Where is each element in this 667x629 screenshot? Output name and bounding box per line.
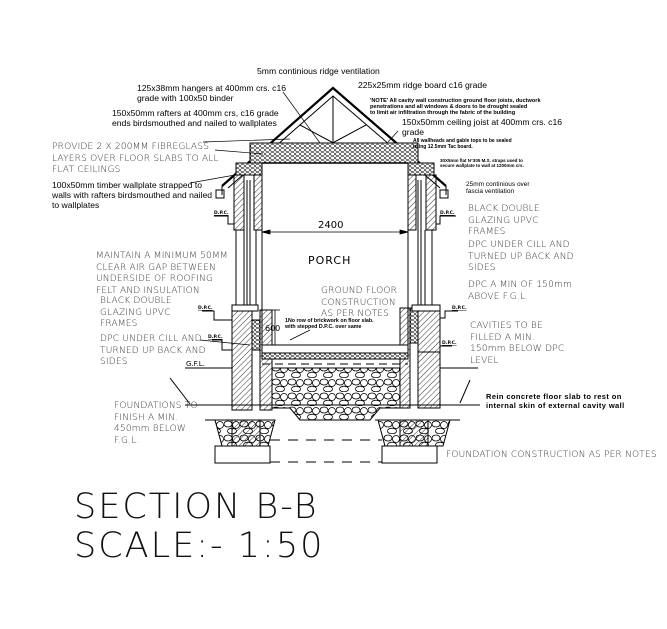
dpc-label: D.P.C. bbox=[208, 334, 223, 340]
dpc-label: D.P.C. bbox=[214, 210, 229, 216]
note-rafters: 150x50mm rafters at 400mm crs, c16 grade… bbox=[112, 108, 279, 128]
dimension-width: 2400 bbox=[318, 220, 343, 231]
note-dpc-min: DPC A MIN OF 150mm ABOVE F.G.L. bbox=[468, 280, 572, 302]
note-dpc-cill-left: DPC UNDER CILL AND TURNED UP BACK AND SI… bbox=[100, 334, 206, 368]
ceiling-insulation bbox=[249, 142, 419, 164]
right-wall bbox=[399, 174, 441, 409]
leader-lines bbox=[189, 91, 399, 346]
dpc-label: D.P.C. bbox=[442, 340, 457, 346]
ceiling-insulation-right bbox=[407, 162, 435, 176]
note-dpc-cill-right: DPC UNDER CILL AND TURNED UP BACK AND SI… bbox=[468, 240, 574, 274]
note-glazing-left: BLACK DOUBLE GLAZING UPVC FRAMES bbox=[100, 296, 172, 330]
floor-slab bbox=[261, 344, 409, 354]
note-brickwork: 1No row of brickwork on floor slab. with… bbox=[285, 318, 374, 330]
note-ground-floor: GROUND FLOOR CONSTRUCTION AS PER NOTES bbox=[321, 286, 398, 320]
note-glazing-right: BLACK DOUBLE GLAZING UPVC FRAMES bbox=[468, 204, 540, 238]
note-foundations: FOUNDATIONS TO FINISH A MIN. 450mm BELOW… bbox=[114, 401, 198, 447]
dimension-lines bbox=[261, 229, 409, 345]
dpc-label: D.P.C. bbox=[452, 305, 467, 311]
note-foundation-construction: FOUNDATION CONSTRUCTION AS PER NOTES bbox=[446, 450, 657, 460]
note-air-gap: MAINTAIN A MINIMUM 50MM CLEAR AIR GAP BE… bbox=[96, 251, 228, 297]
fascia bbox=[202, 189, 458, 353]
note-ridge-board: 225x25mm ridge board c16 grade bbox=[358, 80, 487, 90]
dpc-label: D.P.C. bbox=[198, 305, 213, 311]
left-wall bbox=[231, 174, 273, 411]
note-fibreglass: PROVIDE 2 X 200MM FIBREGLASS LAYERS OVER… bbox=[52, 142, 219, 176]
note-cavities: CAVITIES TO BE FILLED A MIN. 150mm BELOW… bbox=[470, 321, 565, 367]
dpc-label: D.P.C. bbox=[440, 210, 455, 216]
room-label: PORCH bbox=[308, 254, 351, 267]
note-hangers: 125x38mm hangers at 400mm crs. c16 grade… bbox=[137, 83, 287, 103]
note-wallheads: All wallheads and gable tops to be seale… bbox=[413, 138, 512, 150]
gfl-label: G.F.L. bbox=[186, 360, 205, 368]
note-fascia-vent: 25mm continious over fascia ventilation bbox=[466, 181, 530, 196]
hardcore-fill bbox=[271, 367, 401, 421]
foundations bbox=[169, 367, 480, 464]
note-ridge-vent: 5mm continious ridge ventilation bbox=[257, 66, 380, 76]
note-slab: Rein concrete floor slab to rest on inte… bbox=[486, 392, 625, 410]
dimension-height: 600 bbox=[265, 324, 280, 333]
note-wallplate: 100x50mm timber wallplate strapped to wa… bbox=[52, 180, 213, 210]
ceiling-insulation-left bbox=[235, 162, 263, 176]
note-straps: 30X5mm flat N°305 M.S. straps used to se… bbox=[440, 158, 524, 168]
drawing-scale: SCALE:- 1:50 bbox=[74, 526, 325, 566]
note-draught-sealing: 'NOTE' All cavity wall construction grou… bbox=[370, 98, 541, 117]
floor-insulation bbox=[261, 352, 409, 360]
drawing-title: SECTION B-B bbox=[74, 487, 319, 527]
note-ceiling-joist: 150x50mm ceiling joist at 400mm crs. c16… bbox=[402, 117, 563, 137]
